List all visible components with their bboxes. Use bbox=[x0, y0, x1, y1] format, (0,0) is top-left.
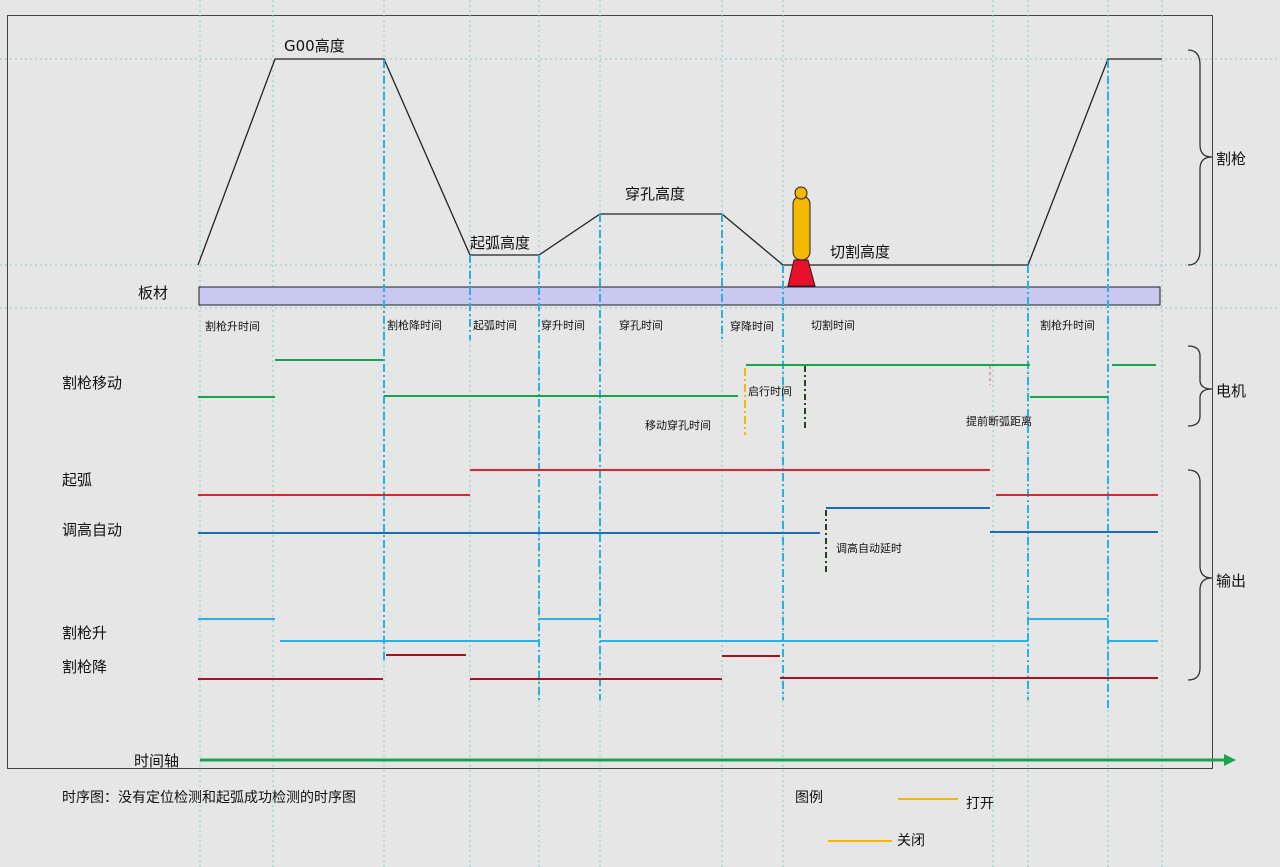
signal-torch-up: 割枪升 bbox=[62, 624, 108, 642]
brace-output bbox=[1187, 469, 1213, 681]
arc-height-label: 起弧高度 bbox=[470, 234, 531, 252]
diagram-frame bbox=[7, 15, 1213, 769]
plate-label: 板材 bbox=[138, 284, 169, 302]
phase-label: 割枪升时间 bbox=[1040, 319, 1095, 332]
g00-height-label: G00高度 bbox=[284, 37, 345, 55]
torch-up-signal bbox=[198, 618, 1158, 642]
signal-thc-auto: 调高自动 bbox=[62, 521, 123, 539]
plate-bar bbox=[198, 286, 1161, 306]
phase-label: 切割时间 bbox=[811, 319, 855, 332]
thc-delay-label: 调高自动延时 bbox=[836, 542, 902, 555]
legend-open-label: 打开 bbox=[966, 796, 994, 812]
early-arc-off-label: 提前断弧距离 bbox=[966, 415, 1032, 428]
cut-height-label: 切割高度 bbox=[830, 243, 891, 261]
group-torch-label: 割枪 bbox=[1216, 150, 1247, 168]
signal-torch-move: 割枪移动 bbox=[62, 374, 123, 392]
pierce-height-label: 穿孔高度 bbox=[625, 185, 686, 203]
signal-torch-down: 割枪降 bbox=[62, 658, 108, 676]
torch-height-profile bbox=[197, 58, 1162, 266]
time-axis-arrow bbox=[1224, 754, 1236, 766]
phase-label: 割枪降时间 bbox=[387, 319, 442, 332]
phase-label: 起弧时间 bbox=[473, 319, 517, 332]
caption: 时序图：没有定位检测和起弧成功检测的时序图 bbox=[62, 790, 356, 806]
phase-label: 穿降时间 bbox=[730, 320, 774, 333]
phase-markers bbox=[383, 60, 1109, 710]
brace-motor bbox=[1187, 345, 1213, 427]
thc-auto-signal bbox=[198, 507, 1158, 534]
brace-torch bbox=[1187, 49, 1213, 266]
phase-label: 穿孔时间 bbox=[619, 319, 663, 332]
phase-label: 割枪升时间 bbox=[205, 320, 260, 333]
torch-move-signal bbox=[198, 359, 1156, 398]
signal-arc-start: 起弧 bbox=[62, 471, 93, 489]
group-braces bbox=[1187, 49, 1213, 681]
phase-label: 穿升时间 bbox=[541, 319, 585, 332]
move-pierce-time-label: 移动穿孔时间 bbox=[645, 419, 711, 432]
torch-icon bbox=[787, 186, 816, 287]
legend-close-label: 关闭 bbox=[897, 833, 925, 849]
torch-down-signal bbox=[198, 654, 1158, 680]
pre-time-label: 启行时间 bbox=[748, 385, 792, 398]
time-axis-label: 时间轴 bbox=[134, 752, 180, 770]
arc-start-signal bbox=[198, 469, 1158, 496]
group-motor-label: 电机 bbox=[1216, 382, 1247, 400]
group-output-label: 输出 bbox=[1216, 572, 1247, 590]
legend-title: 图例 bbox=[795, 790, 823, 806]
